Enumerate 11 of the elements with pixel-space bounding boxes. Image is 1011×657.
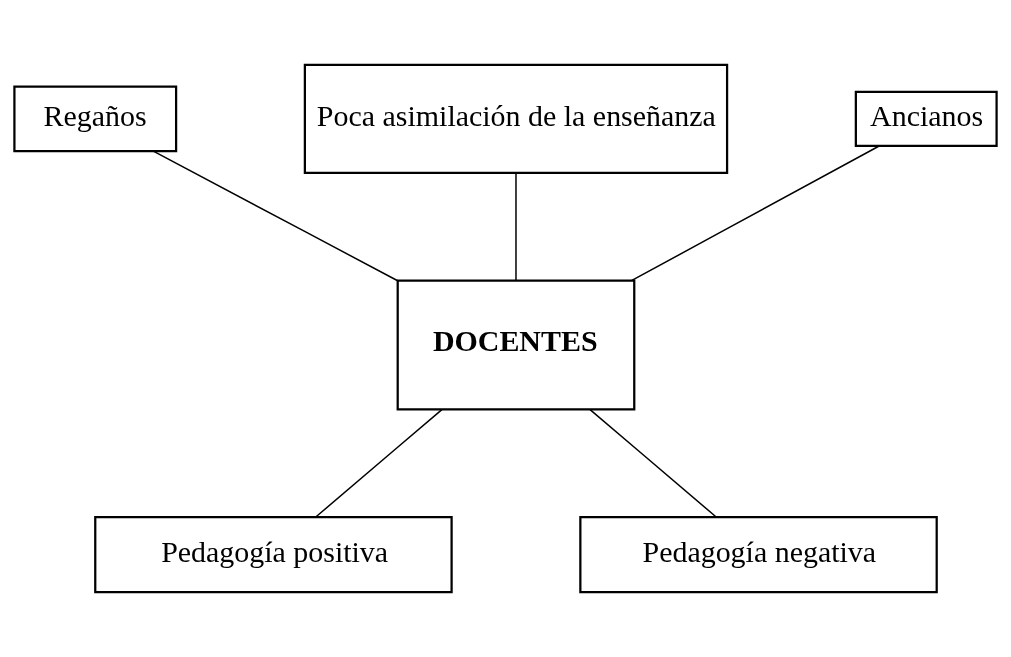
connector	[152, 150, 399, 282]
connector	[515, 172, 517, 281]
node-box: Pedagogía positiva	[94, 516, 453, 594]
node-box: DOCENTES	[396, 279, 636, 411]
node-box: Regaños	[13, 85, 178, 153]
node-box: Pedagogía negativa	[579, 516, 938, 594]
connector	[315, 408, 443, 518]
node-box: Ancianos	[854, 90, 998, 147]
node-box: Poca asimilación de la enseñanza	[303, 63, 729, 174]
connector	[631, 145, 880, 282]
connector	[589, 408, 717, 518]
